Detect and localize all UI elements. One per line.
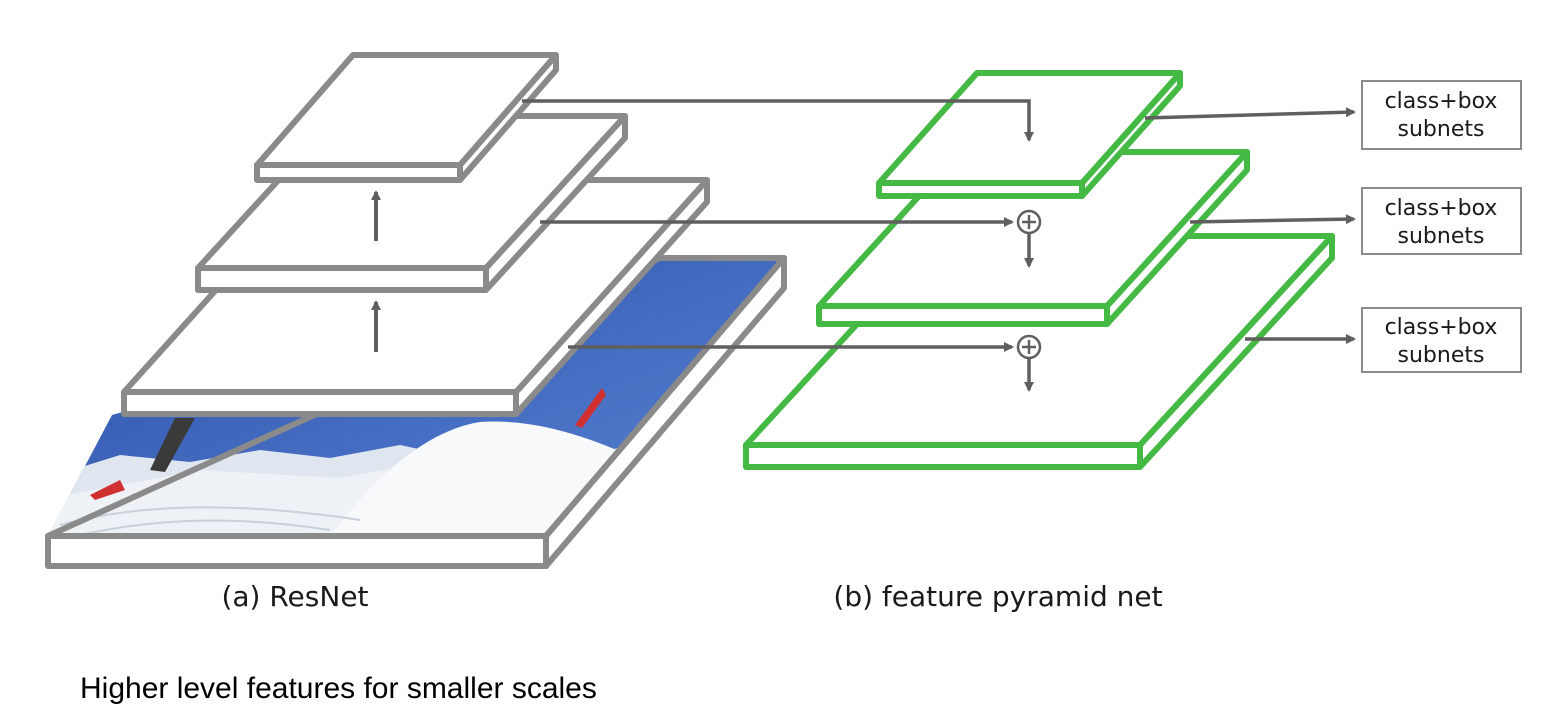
merge-node-lower <box>1016 334 1042 360</box>
caption-text: Higher level features for smaller scales <box>80 672 597 705</box>
subnet-box-1-line2: subnets <box>1398 117 1485 142</box>
lateral-connections <box>522 99 1034 352</box>
subnet-box-3-line1: class+box <box>1385 315 1498 340</box>
subnet-box-1: class+box subnets <box>1361 80 1522 150</box>
output-arrow-1 <box>1144 107 1356 120</box>
output-arrows <box>1144 107 1356 344</box>
merge-node-upper <box>1016 209 1042 235</box>
lateral-arrow-top <box>522 99 1034 142</box>
subnet-box-1-line1: class+box <box>1385 89 1498 114</box>
resnet-slab-top <box>254 52 559 183</box>
fpn-label: (b) feature pyramid net <box>833 580 1162 613</box>
subnet-box-2-line1: class+box <box>1385 196 1498 221</box>
resnet-label: (a) ResNet <box>221 580 368 613</box>
subnet-box-3: class+box subnets <box>1361 307 1522 373</box>
subnet-box-3-line2: subnets <box>1398 343 1485 368</box>
output-arrow-2 <box>1189 214 1356 225</box>
subnet-box-2-line2: subnets <box>1398 224 1485 249</box>
subnet-box-2: class+box subnets <box>1361 187 1522 255</box>
